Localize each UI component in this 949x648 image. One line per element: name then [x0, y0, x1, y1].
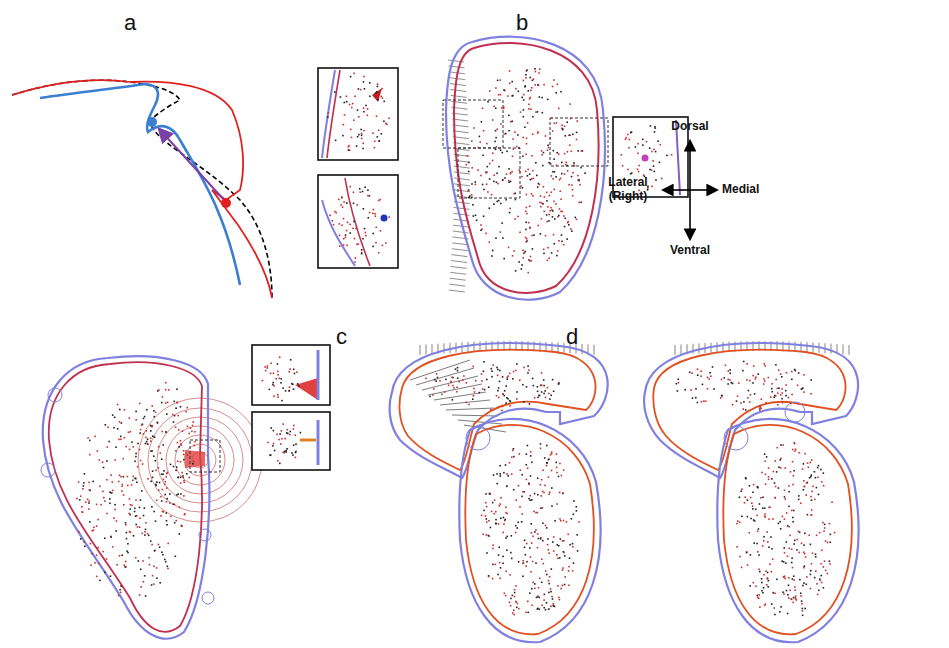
direction-label: Lateral (Right): [600, 176, 656, 204]
direction-label: Medial: [722, 183, 759, 197]
panel-b-outline: [318, 37, 688, 300]
panel-c-outline: [41, 345, 330, 639]
panel-letter: d: [566, 324, 578, 349]
panel-d-outlines: [390, 341, 859, 642]
panel-letter: c: [336, 324, 347, 349]
direction-label: Dorsal: [671, 120, 708, 134]
panel-letter: b: [516, 10, 528, 35]
panel-a-curves: [12, 80, 272, 298]
panel-letter: a: [124, 10, 136, 35]
direction-label: Ventral: [670, 244, 710, 258]
orientation-compass: [664, 142, 716, 238]
point-cloud: [76, 68, 835, 616]
